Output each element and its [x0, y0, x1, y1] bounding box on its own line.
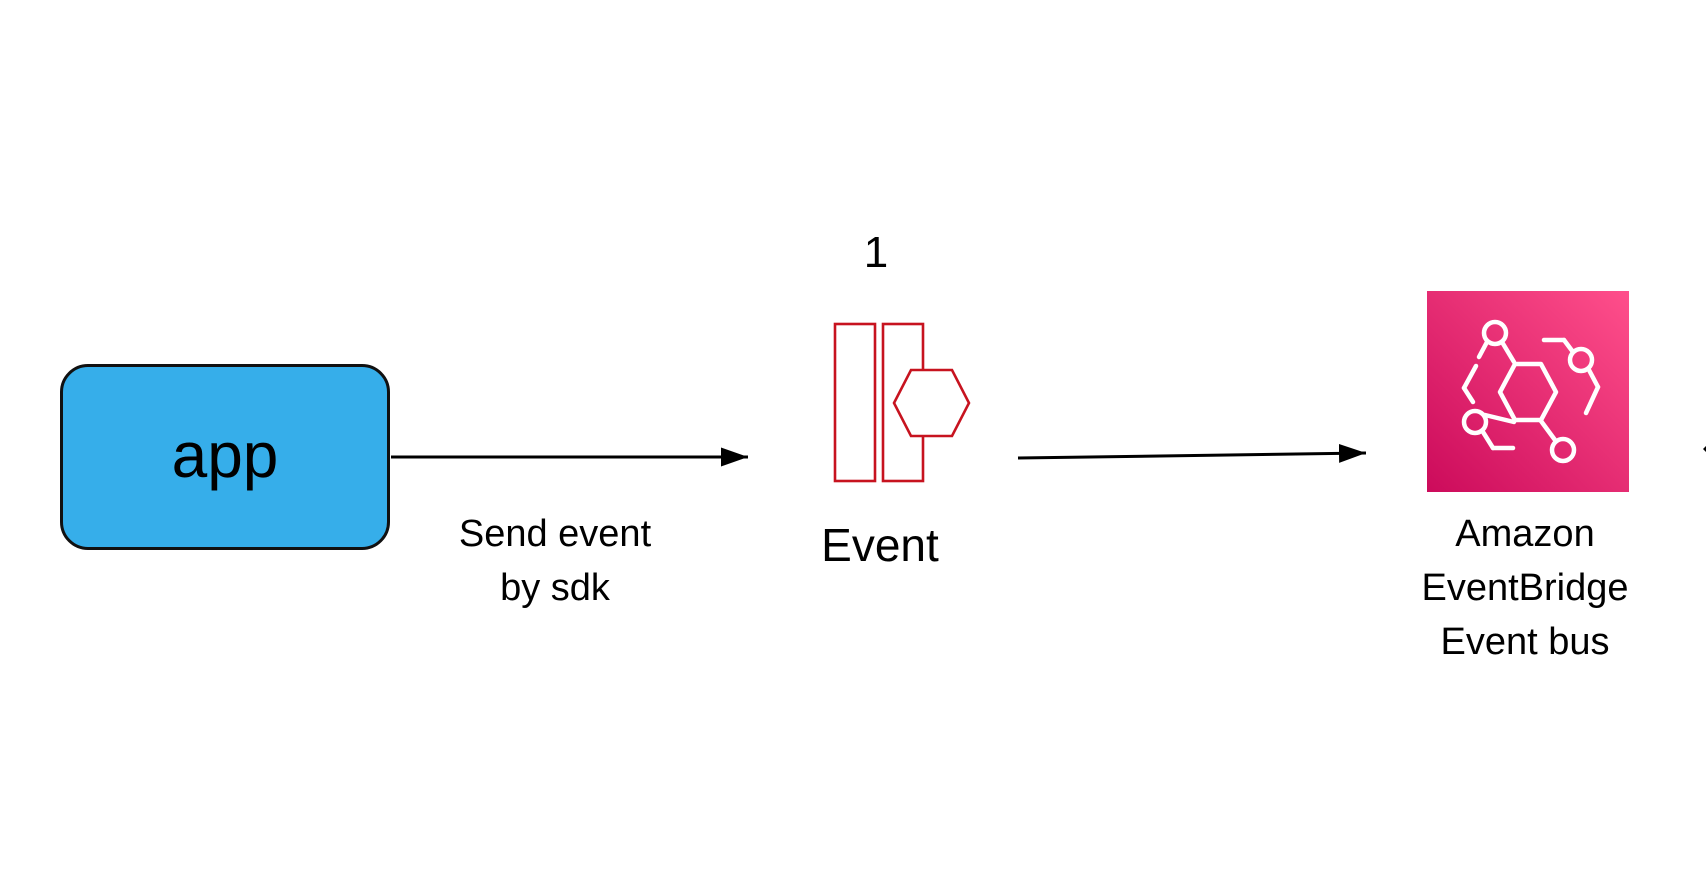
- app-node-label: app: [171, 419, 279, 491]
- edge-label-send-event: Send event by sdk: [458, 513, 652, 609]
- event-bus-node-label: Amazon EventBridge Event bus: [1421, 513, 1629, 663]
- edge-fragment-right: [1703, 446, 1706, 452]
- edge-event-to-bus: [1017, 443, 1367, 463]
- step-number: 1: [863, 228, 889, 277]
- event-node-label: Event: [821, 519, 939, 571]
- event-icon: [833, 322, 971, 483]
- eventbridge-icon: [1427, 291, 1629, 492]
- app-node: app: [60, 364, 390, 550]
